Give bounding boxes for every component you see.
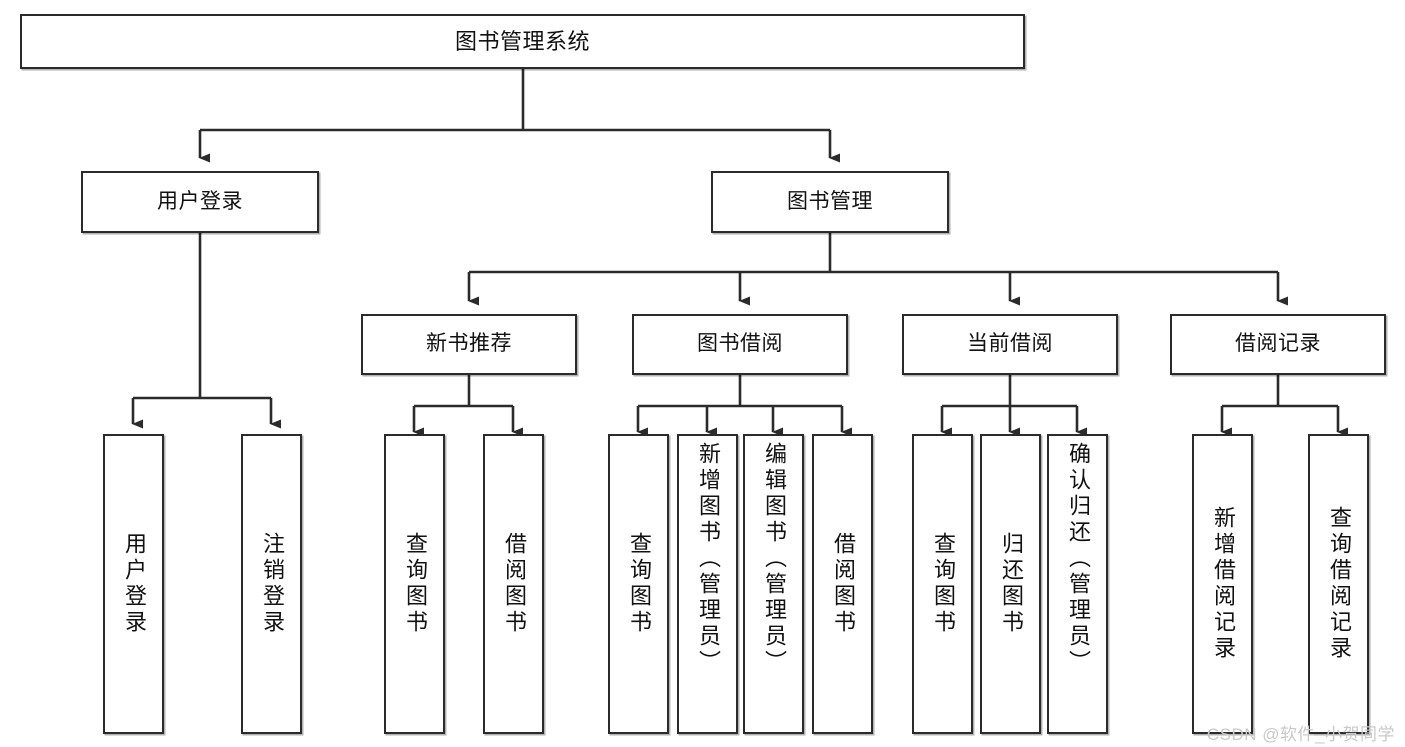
leaf-query-book-2[interactable]: 查询图书 [608,434,669,734]
leaf-borrow-book-1[interactable]: 借阅图书 [483,434,544,734]
leaf-user-logout-label: 注销登录 [259,532,285,636]
leaf-return-book[interactable]: 归还图书 [980,434,1041,734]
leaf-user-login-label: 用户登录 [121,532,147,636]
node-new-book-recommend-label: 新书推荐 [426,332,512,356]
leaf-edit-book[interactable]: 编辑图书（管理员） [743,434,804,734]
node-current-borrow-label: 当前借阅 [967,332,1053,356]
leaf-query-record[interactable]: 查询借阅记录 [1308,434,1369,734]
leaf-confirm-return-label: 确认归还（管理员） [1065,442,1091,676]
leaf-add-record[interactable]: 新增借阅记录 [1192,434,1253,734]
leaf-borrow-book-1-label: 借阅图书 [501,532,527,636]
node-borrow-record[interactable]: 借阅记录 [1170,314,1386,375]
leaf-user-login[interactable]: 用户登录 [103,434,164,734]
leaf-add-book-label: 新增图书（管理员） [695,442,721,676]
leaf-query-book-3[interactable]: 查询图书 [912,434,973,734]
leaf-confirm-return[interactable]: 确认归还（管理员） [1047,434,1108,734]
leaf-borrow-book-2-label: 借阅图书 [830,532,856,636]
node-root[interactable]: 图书管理系统 [20,14,1025,69]
leaf-query-book-3-label: 查询图书 [930,532,956,636]
leaf-query-record-label: 查询借阅记录 [1326,506,1352,662]
node-book-borrow[interactable]: 图书借阅 [632,314,848,375]
node-user-login[interactable]: 用户登录 [81,171,319,233]
node-book-manage[interactable]: 图书管理 [711,171,949,233]
leaf-edit-book-label: 编辑图书（管理员） [761,442,787,676]
leaf-query-book-2-label: 查询图书 [626,532,652,636]
node-book-manage-label: 图书管理 [787,189,873,213]
node-book-borrow-label: 图书借阅 [697,332,783,356]
node-new-book-recommend[interactable]: 新书推荐 [361,314,577,375]
leaf-add-book[interactable]: 新增图书（管理员） [677,434,738,734]
node-current-borrow[interactable]: 当前借阅 [902,314,1118,375]
leaf-query-book-1[interactable]: 查询图书 [384,434,445,734]
leaf-borrow-book-2[interactable]: 借阅图书 [812,434,873,734]
leaf-user-logout[interactable]: 注销登录 [241,434,302,734]
node-borrow-record-label: 借阅记录 [1235,332,1321,356]
watermark: CSDN @软件_小贺同学 [1206,725,1395,744]
leaf-return-book-label: 归还图书 [998,532,1024,636]
leaf-add-record-label: 新增借阅记录 [1210,506,1236,662]
leaf-query-book-1-label: 查询图书 [402,532,428,636]
node-user-login-label: 用户登录 [157,189,243,213]
node-root-label: 图书管理系统 [454,28,590,54]
